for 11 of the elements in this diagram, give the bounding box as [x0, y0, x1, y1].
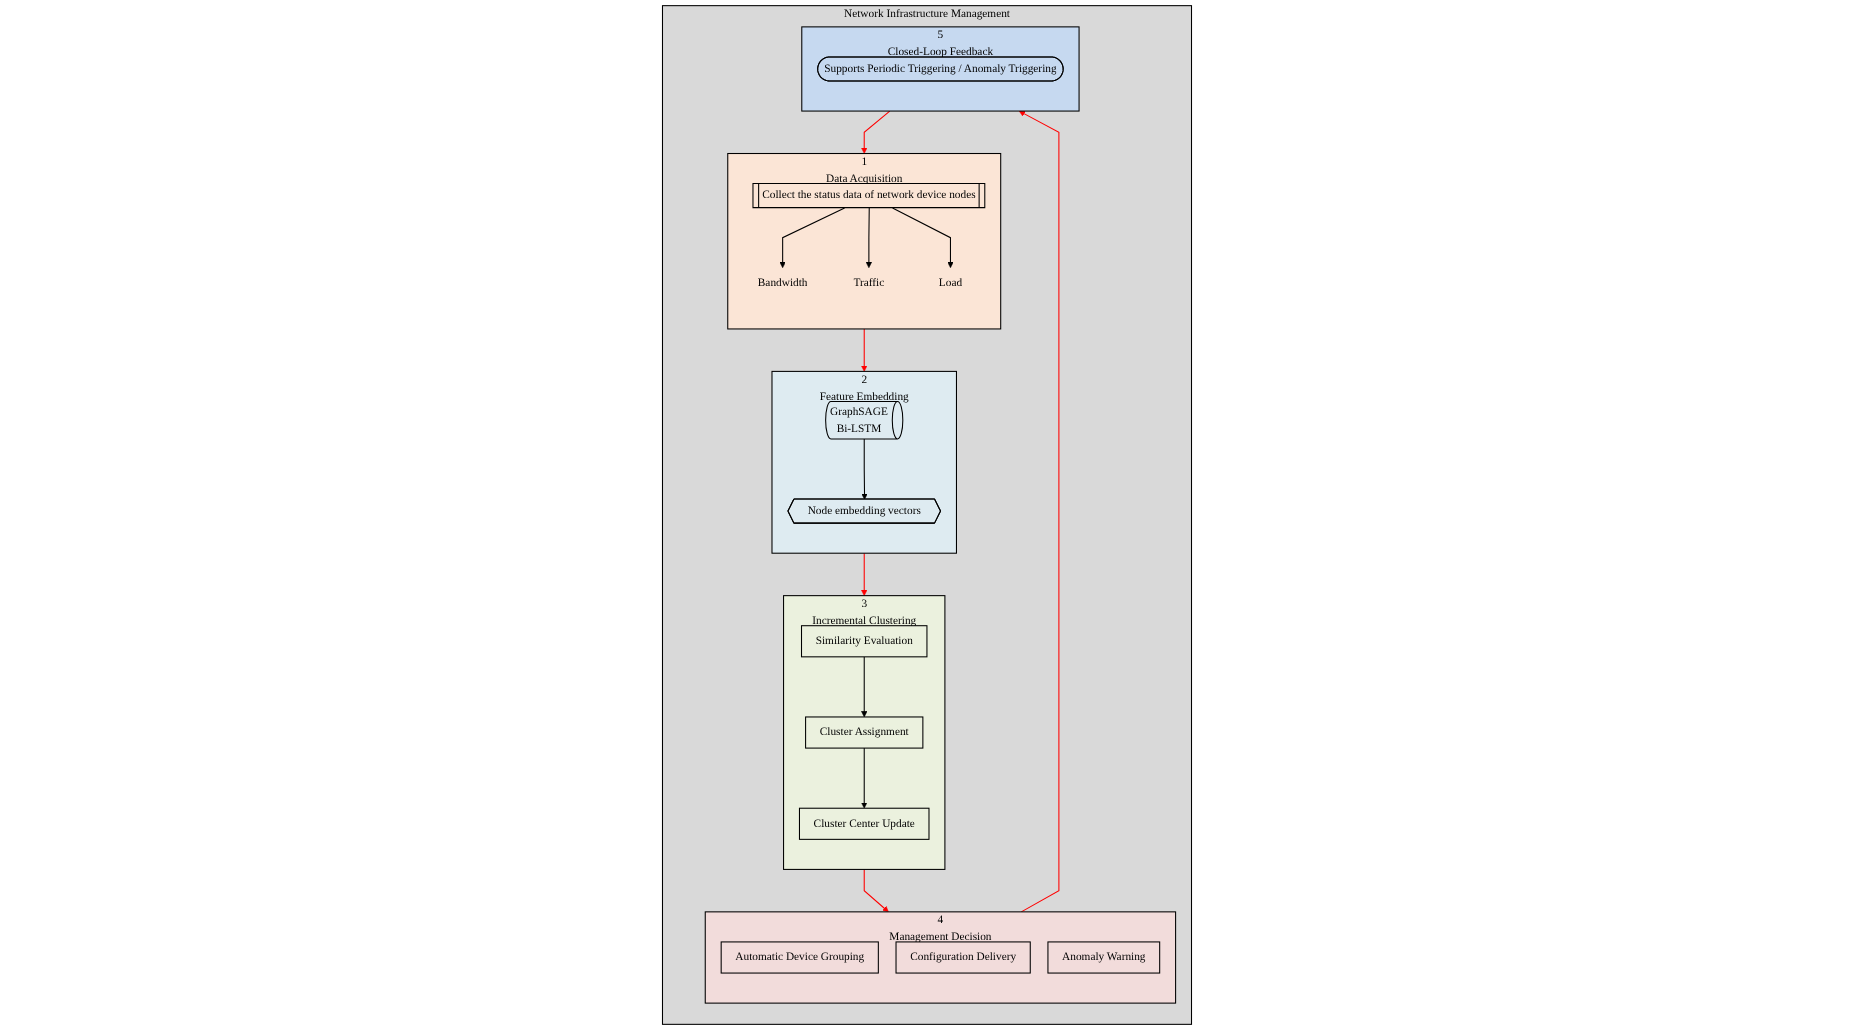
arrow: [861, 656, 868, 718]
arrow: [861, 110, 891, 154]
arrow: [1018, 110, 1060, 913]
arrow: [779, 207, 846, 269]
arrow: [861, 747, 868, 809]
arrow: [865, 207, 872, 269]
arrow: [861, 328, 868, 372]
arrow: [861, 438, 868, 500]
arrow: [861, 552, 868, 596]
arrow: [863, 868, 889, 913]
arrow: [892, 207, 954, 269]
